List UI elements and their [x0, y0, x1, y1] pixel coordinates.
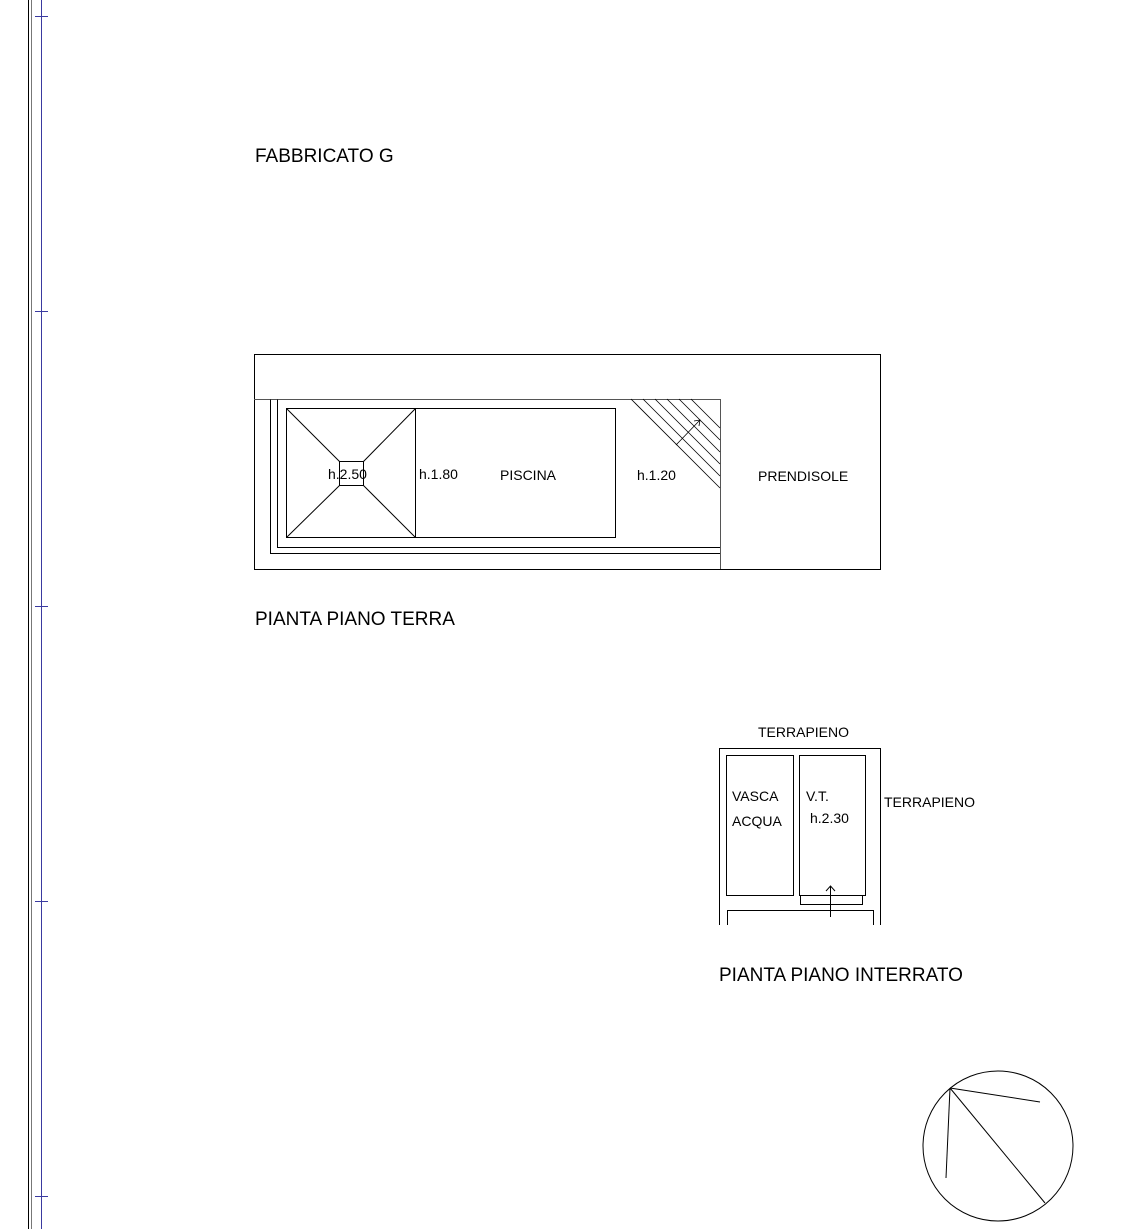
basement-plan — [719, 748, 881, 925]
label-h120: h.1.20 — [637, 467, 676, 483]
entry-step — [800, 895, 863, 905]
label-h180: h.1.80 — [419, 466, 458, 482]
ground-floor-plan — [254, 354, 881, 570]
label-tank-1: VASCA — [732, 788, 779, 804]
label-vt: V.T. — [806, 788, 829, 804]
drain-square — [339, 461, 364, 486]
steps-arrow-icon — [675, 419, 701, 446]
label-h230: h.2.30 — [810, 810, 849, 826]
basement-caption: PIANTA PIANO INTERRATO — [719, 965, 963, 986]
label-pool: PISCINA — [500, 467, 557, 483]
label-embankment-right: TERRAPIENO — [884, 794, 976, 810]
pool-outline — [286, 408, 616, 538]
north-arrow-icon — [922, 1070, 1074, 1222]
water-tank-room — [726, 755, 794, 896]
label-h250: h.2.50 — [328, 466, 367, 482]
label-sun-deck: PRENDISOLE — [758, 468, 849, 484]
label-embankment-top: TERRAPIENO — [758, 724, 850, 740]
pool-steps — [630, 398, 721, 489]
drawing-title: FABBRICATO G — [255, 146, 394, 167]
margin-rule — [28, 0, 48, 1229]
ground-floor-caption: PIANTA PIANO TERRA — [255, 609, 455, 630]
label-tank-2: ACQUA — [732, 813, 782, 829]
